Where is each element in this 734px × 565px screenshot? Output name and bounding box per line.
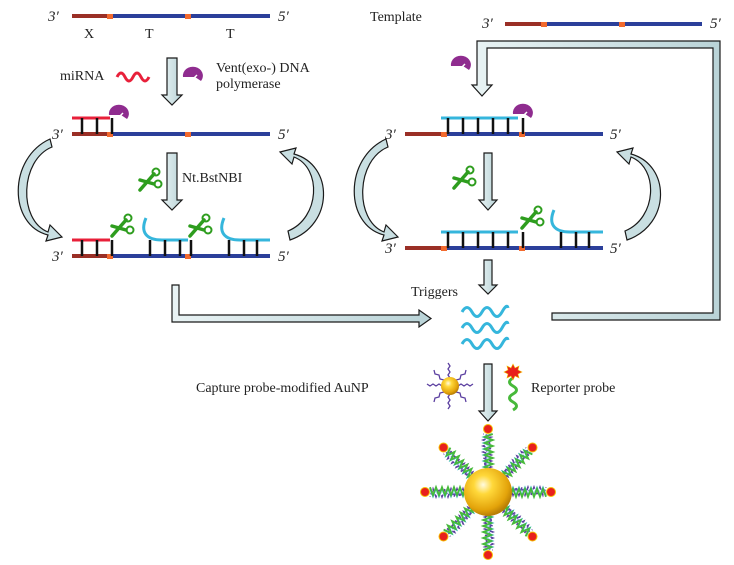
capture-probe-aunp-icon [426,362,474,410]
cycle-arrow-right [278,147,325,241]
down-arrow [477,259,499,295]
right-duplex-3prime-label: 3′ [384,127,397,143]
elbow-arrow-to-triggers [171,284,433,329]
scissors-icon [110,213,135,238]
down-arrow [160,152,184,211]
left-duplex-3prime-label: 3′ [51,127,64,143]
down-arrow [477,152,499,211]
right-nicked-3prime-label: 3′ [384,241,397,257]
polymerase-icon [182,66,203,81]
cycle-arrow-left [353,138,400,242]
hybridized-probe-spoke [499,503,538,542]
scissors-icon [520,205,545,230]
polymerase-label-line2: polymerase [216,77,281,92]
triggers-icon [460,304,510,350]
right-top-5prime-label: 5′ [710,16,722,32]
polymerase-icon [450,55,471,70]
right-top-3prime-label: 3′ [481,16,494,32]
nicking-enzyme-label: Nt.BstNBI [182,171,243,186]
reporter-label-icon [420,487,430,497]
hybridized-probe-spoke [499,442,538,481]
scissors-icon [138,167,163,192]
hybridized-probe-spoke [438,503,477,542]
mirna-icon [115,71,151,83]
hybridized-probe-spoke [480,424,496,471]
left-top-3prime-label: 3′ [47,9,60,25]
reporter-probe-icon [503,363,523,412]
hybridized-probe-spoke [420,484,467,500]
right-duplex-5prime-label: 5′ [610,127,622,143]
reporter-probe-label: Reporter probe [531,381,615,396]
polymerase-label-line1: Vent(exo-) DNA [216,61,311,76]
reporter-label-icon [438,442,449,453]
gold-nanoparticle [464,468,512,516]
capture-probe-label: Capture probe-modified AuNP [196,381,369,396]
left-duplex-5prime-label: 5′ [278,127,290,143]
left-top-5prime-label: 5′ [278,9,290,25]
triggers-label: Triggers [411,285,458,300]
reporter-label-icon [483,424,493,434]
reporter-label-icon [546,487,556,497]
hybridized-probe-spoke [480,513,496,560]
polymerase-icon [512,103,533,118]
aunp-assembly-icon [420,424,556,560]
left-mirna-template-duplex [72,116,270,137]
right-nicked-duplex [405,209,603,251]
left-nicked-3prime-label: 3′ [51,249,64,265]
cycle-arrow-right [615,147,662,241]
reporter-label-icon [483,550,493,560]
right-extension-duplex [405,116,603,137]
right-nicked-5prime-label: 5′ [610,241,622,257]
down-arrow [160,57,184,106]
hybridized-probe-spoke [438,442,477,481]
mirna-label: miRNA [60,69,105,84]
left-nicked-5prime-label: 5′ [278,249,290,265]
cycle-arrow-left [17,138,64,242]
hybridized-probe-spoke [509,484,556,500]
reporter-label-icon [527,442,538,453]
reporter-label-icon [438,531,449,542]
left-template-strand [72,14,270,19]
reporter-label-icon [527,531,538,542]
scissors-icon [452,165,477,190]
scissors-icon [188,213,213,238]
region-t1-label: T [145,27,154,42]
polymerase-icon [108,104,129,119]
region-t2-label: T [226,27,235,42]
right-template-strand [505,22,702,27]
left-nicked-duplex [72,217,270,259]
feedback-loop-arrow [470,40,721,321]
region-x-label: X [84,27,94,42]
down-arrow [477,363,499,422]
template-label: Template [370,10,422,25]
